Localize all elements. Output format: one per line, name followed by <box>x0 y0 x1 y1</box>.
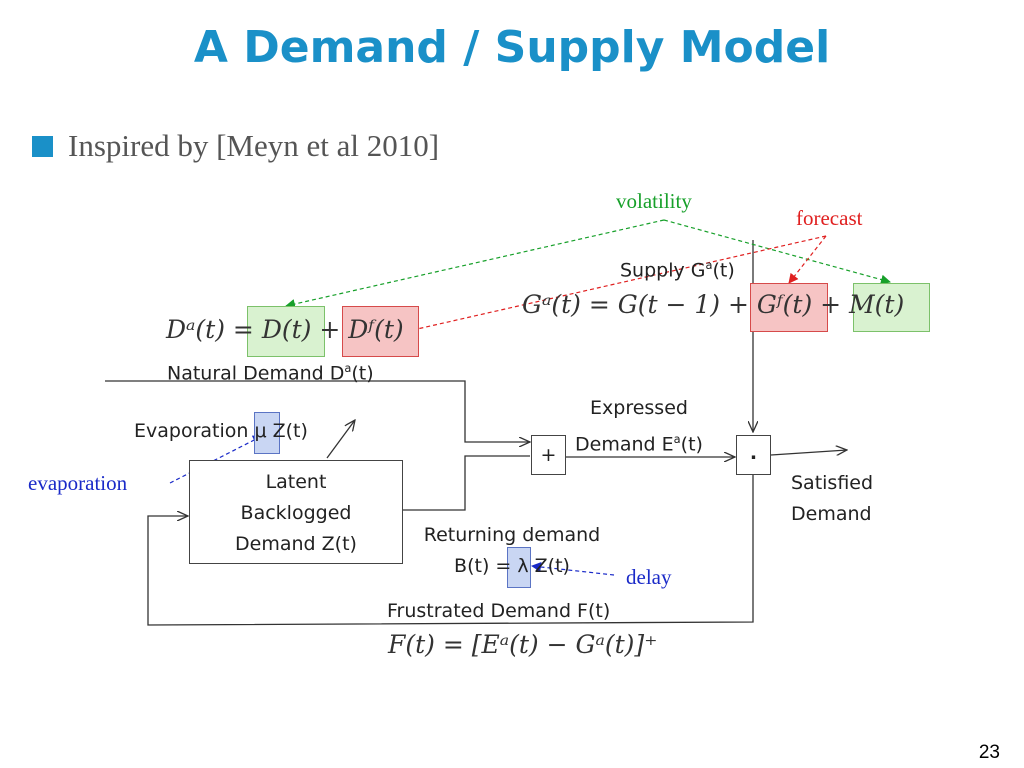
returning-demand-path <box>403 455 530 511</box>
volatility-supply-highlight <box>853 283 930 332</box>
natural-demand-sup: a <box>344 361 352 375</box>
slide-title: A Demand / Supply Model <box>193 22 831 73</box>
min-node: . <box>736 435 771 475</box>
natural-demand-text: Natural Demand D <box>167 362 345 385</box>
supply-label-tail: (t) <box>712 259 735 282</box>
frustrated-demand-path <box>147 475 754 626</box>
supply-label: Supply Ga(t) <box>620 258 735 281</box>
bullet-square-icon <box>32 136 53 157</box>
evaporation-out-arrow <box>326 420 355 459</box>
volatility-left-arrow <box>285 219 665 309</box>
bullet-text: Inspired by [Meyn et al 2010] <box>68 128 440 163</box>
volatility-demand-highlight <box>247 306 325 357</box>
supply-label-sup: a <box>705 258 713 272</box>
returning-demand-label: Returning demand B(t) = λ Z(t) <box>414 520 610 582</box>
natural-demand-path <box>105 380 530 442</box>
evaporation-rate-label: Evaporation μ Z(t) <box>134 420 308 442</box>
page-number: 23 <box>978 742 1000 763</box>
forecast-left-arrow <box>403 235 827 335</box>
forecast-demand-highlight <box>342 306 419 357</box>
demand-equation: Dᵃ(t) = D(t) + Dᶠ(t) <box>166 315 404 344</box>
expressed-tail: (t) <box>680 433 703 456</box>
latent-line3: Demand Z(t) <box>235 533 357 555</box>
supply-label-text: Supply G <box>620 259 706 282</box>
natural-demand-tail: (t) <box>351 362 374 385</box>
expressed-demand-label: Expressed Demand Ea(t) <box>560 393 718 460</box>
supply-equation: Gᵃ(t) = G(t − 1) + Gᶠ(t) + M(t) <box>522 290 905 319</box>
forecast-right-arrow <box>788 235 827 284</box>
returning-line1: Returning demand <box>423 524 601 546</box>
natural-demand-label: Natural Demand Da(t) <box>167 361 374 384</box>
latent-line2: Backlogged <box>240 502 352 524</box>
mu-highlight <box>254 412 280 454</box>
returning-line2: B(t) = λ Z(t) <box>454 555 570 577</box>
expressed-line2-wrap: Demand Ea(t) <box>560 424 718 460</box>
forecast-label: forecast <box>796 206 863 230</box>
expressed-line1: Expressed <box>590 397 688 419</box>
latent-backlog-box: Latent Backlogged Demand Z(t) <box>189 460 403 564</box>
evaporation-annotation-arrow <box>169 435 263 484</box>
satisfied-line1: Satisfied <box>791 472 874 494</box>
frustrated-demand-label: Frustrated Demand F(t) <box>387 600 611 622</box>
sum-node: + <box>531 435 566 475</box>
volatility-label: volatility <box>616 189 692 213</box>
evaporation-annotation: evaporation <box>28 471 128 495</box>
expressed-sup: a <box>673 432 681 446</box>
expressed-line2: Demand E <box>575 433 674 456</box>
frustrated-equation: F(t) = [Eᵃ(t) − Gᵃ(t)]⁺ <box>388 630 658 659</box>
latent-line1: Latent <box>265 471 327 493</box>
delay-annotation: delay <box>626 565 672 589</box>
satisfied-demand-label: Satisfied Demand <box>791 468 873 530</box>
lambda-highlight <box>507 547 531 588</box>
satisfied-line2: Demand <box>791 503 872 525</box>
forecast-supply-highlight <box>750 283 828 332</box>
satisfied-demand-arrow <box>770 450 847 455</box>
